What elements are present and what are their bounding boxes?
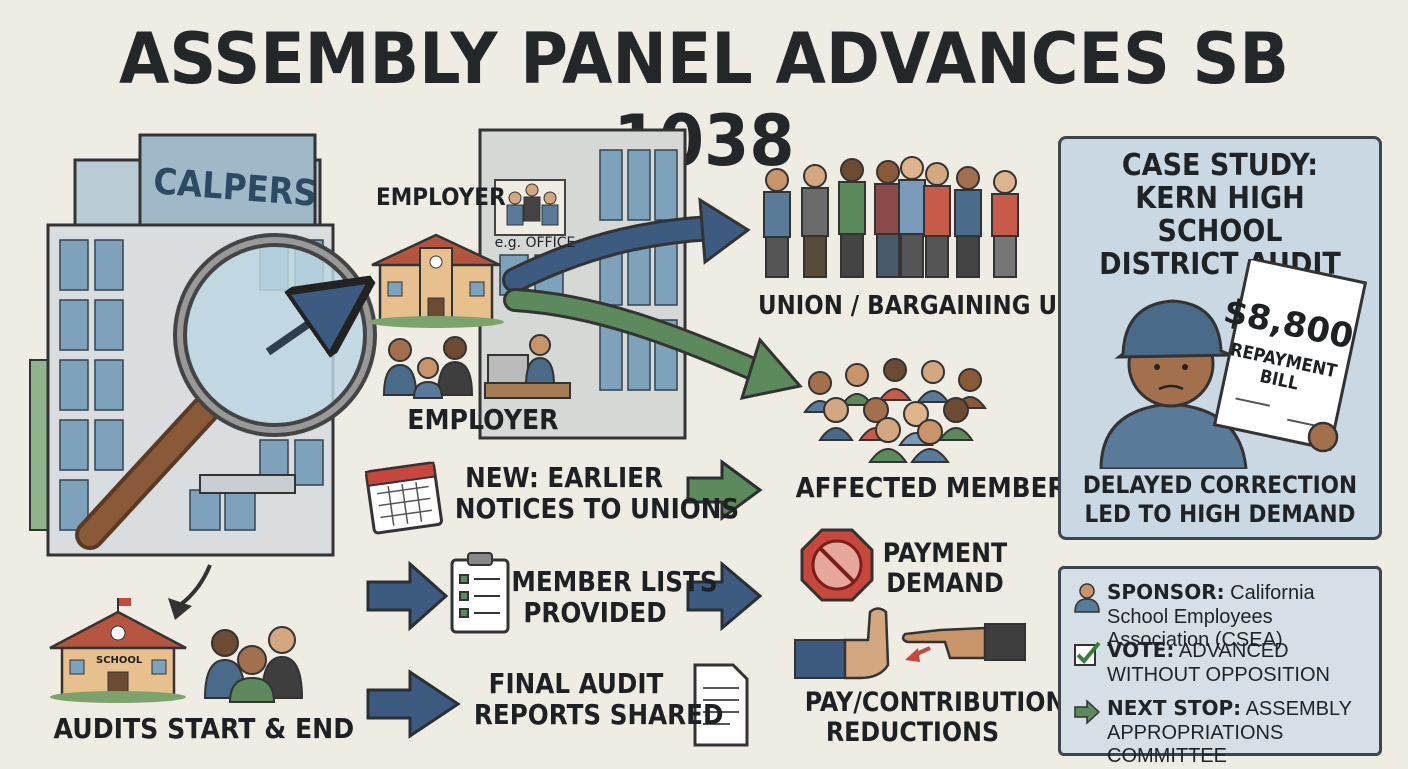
checkmark-icon <box>1074 641 1101 666</box>
step-earlier-notices: NEW: EARLIER NOTICES TO UNIONS <box>454 461 740 526</box>
arrow-right-icon <box>1074 699 1101 725</box>
reductions-label: PAY/CONTRIBUTION REDUCTIONS <box>804 687 1066 749</box>
person-icon <box>1074 583 1100 613</box>
employer-label-bottom: EMPLOYER <box>407 403 559 436</box>
calpers-building <box>29 133 335 557</box>
union-crowd-icon <box>763 156 1019 278</box>
clipboard-icon <box>450 552 510 634</box>
case-study-title: CASE STUDY: KERN HIGH SCHOOL DISTRICT AU… <box>1099 148 1341 282</box>
calendar-icon <box>364 461 443 535</box>
school-sign: SCHOOL <box>96 655 143 666</box>
step-arrows <box>366 459 763 739</box>
payment-demand-label: PAYMENT DEMAND <box>882 538 1008 600</box>
office-example-label: e.g. OFFICE <box>494 235 576 251</box>
flow-arrows <box>168 197 803 620</box>
document-icon <box>693 663 749 747</box>
affected-members-label: AFFECTED MEMBERS <box>795 471 1085 504</box>
employer-meeting-icon <box>382 334 571 399</box>
case-study-caption: DELAYED CORRECTION LED TO HIGH DEMAND <box>1082 471 1358 528</box>
hands-icon <box>794 607 1026 680</box>
step-final-audit: FINAL AUDIT REPORTS SHARED <box>473 667 724 732</box>
page-title: ASSEMBLY PANEL ADVANCES SB 1038 <box>118 18 1290 182</box>
schoolhouse-icon <box>368 233 504 328</box>
worker-with-bill-icon <box>1099 259 1368 469</box>
magnifying-glass-icon <box>75 233 370 550</box>
stop-hand-icon <box>800 528 874 602</box>
affected-members-icon <box>803 358 987 463</box>
employer-label-top: EMPLOYER <box>376 183 506 211</box>
step-member-lists: MEMBER LISTS PROVIDED <box>511 565 718 630</box>
audits-label: AUDITS START & END <box>53 712 355 745</box>
union-label: UNION / BARGAINING UNITS <box>758 291 1117 321</box>
office-people-icon <box>494 179 566 236</box>
bill-info-box: SPONSOR: California School Employees Ass… <box>1058 566 1382 767</box>
school-audit-icon <box>49 598 304 703</box>
case-study-panel: CASE STUDY: KERN HIGH SCHOOL DISTRICT AU… <box>1058 136 1382 540</box>
